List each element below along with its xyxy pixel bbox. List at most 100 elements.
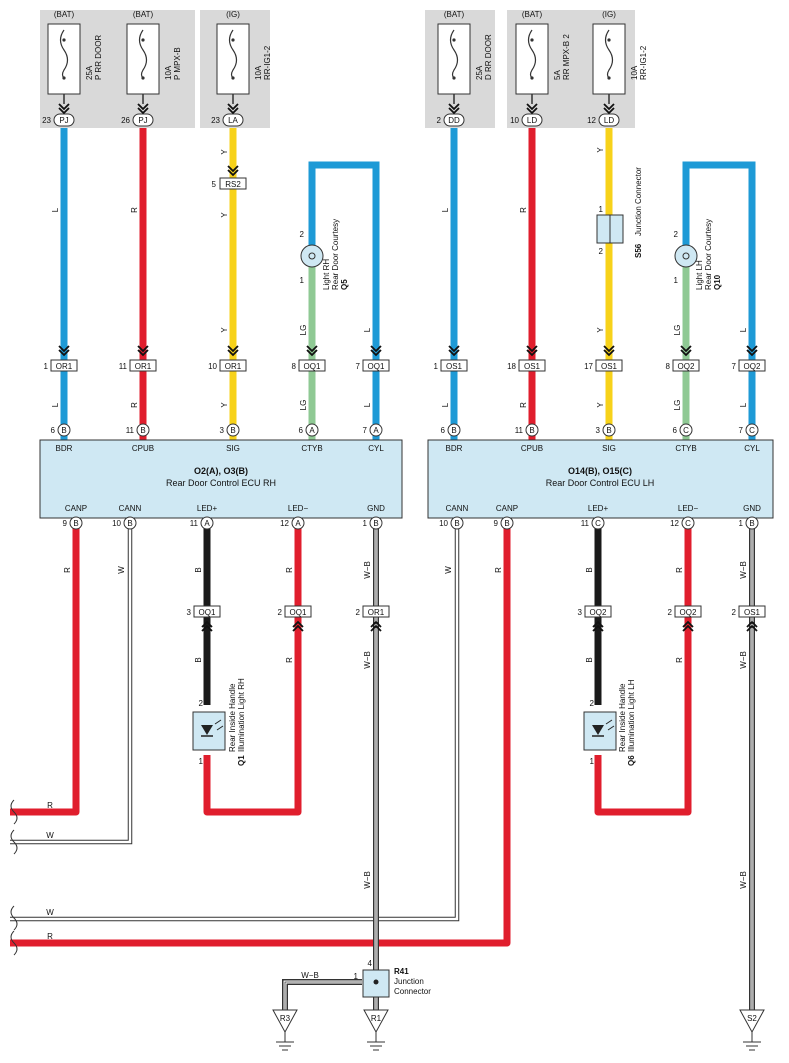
pin-name: CANP	[65, 504, 87, 513]
wire-color-label: Y	[220, 402, 229, 408]
pin-number: 6	[673, 426, 678, 435]
connector-pin: 2	[356, 608, 361, 617]
wire-color-label: Y	[596, 402, 605, 408]
courtesy-lh-code: Q10	[713, 274, 722, 290]
connector-pin: 18	[507, 362, 516, 371]
pin-name: CANN	[119, 504, 142, 513]
inline-connector: OQ1 3	[187, 605, 221, 632]
fuse-connector: PJ	[59, 116, 68, 125]
fuse-power-source: (IG)	[226, 10, 240, 19]
pin-number: 11	[581, 519, 590, 528]
pin-name: CYL	[368, 444, 384, 453]
connector-label: OQ1	[368, 362, 385, 371]
illum-rh-line2: Illumination Light RH	[237, 678, 246, 752]
pin-letter: B	[140, 426, 145, 435]
illum-lh-line2: Illumination Light LH	[627, 679, 636, 752]
wire-color-label: Y	[596, 147, 605, 153]
fuse-pin: 2	[437, 116, 442, 125]
pin-letter: B	[73, 519, 78, 528]
ground-symbol: S2	[739, 1009, 765, 1051]
s56-pin-bottom: 2	[599, 247, 604, 256]
connector-pin: 8	[666, 362, 671, 371]
inline-connector: OQ1 7	[356, 345, 390, 372]
pin-letter: B	[454, 519, 459, 528]
pin-name: GND	[367, 504, 385, 513]
connector-label: OQ1	[199, 608, 216, 617]
pin-name: LED−	[678, 504, 699, 513]
fuse-power-source: (BAT)	[54, 10, 75, 19]
wire-color-label: R	[519, 402, 528, 408]
fuse-name: RR MPX-B 2	[562, 34, 571, 80]
wire-color-label: LG	[299, 325, 308, 336]
pin-letter: A	[204, 519, 210, 528]
ground-label: R3	[280, 1014, 291, 1023]
wire-color-label: R	[494, 567, 503, 573]
fuse-connector: LA	[228, 116, 238, 125]
pin-name: CPUB	[132, 444, 154, 453]
fuse-rating: 10A	[164, 65, 173, 80]
pin-number: 3	[596, 426, 601, 435]
wire-color-label: L	[739, 402, 748, 407]
wire-color-label: Y	[596, 327, 605, 333]
wire-color-label: W−B	[739, 651, 748, 669]
pin-letter: B	[504, 519, 509, 528]
connector-pin: 2	[732, 608, 737, 617]
connector-label: OQ2	[744, 362, 761, 371]
pin-number: 1	[739, 519, 744, 528]
wire-color-label: R	[285, 567, 294, 573]
pin-name: CTYB	[301, 444, 322, 453]
wire-color-label: W−B	[363, 561, 372, 579]
connector-pin: 7	[356, 362, 361, 371]
fuse-rating: 5A	[553, 70, 562, 80]
pin-letter: C	[683, 426, 689, 435]
pin-number: 9	[63, 519, 68, 528]
connector-label: OS1	[524, 362, 541, 371]
wire-color-label: R	[47, 801, 53, 810]
wire-color-label: W	[117, 566, 126, 574]
wire-color-label: Y	[220, 327, 229, 333]
connector-pin: 3	[187, 608, 192, 617]
illum-rh-pin-bottom: 1	[199, 757, 204, 766]
connector-label: OQ2	[590, 608, 607, 617]
courtesy-rh-pin-top: 2	[300, 230, 305, 239]
connector-label: OR1	[135, 362, 152, 371]
pin-letter: B	[230, 426, 235, 435]
courtesy-rh-line2: Light RH	[322, 259, 331, 290]
connector-pin: 2	[668, 608, 673, 617]
wire-break-marks	[10, 799, 18, 956]
illum-rh-pin-top: 2	[199, 699, 204, 708]
wire-color-label: B	[194, 567, 203, 572]
wire-color-label: W	[46, 831, 54, 840]
illum-lh-code: Q6	[627, 755, 636, 766]
courtesy-rh-line1: Rear Door Courtesy	[331, 219, 340, 290]
fuse-power-source: (IG)	[602, 10, 616, 19]
connector-label: OR1	[56, 362, 73, 371]
pin-letter: A	[295, 519, 301, 528]
r41-code: R41	[394, 967, 409, 976]
rs2-pin: 5	[212, 180, 217, 189]
junction-s56: 1 2 S56 Junction Connector	[596, 167, 643, 258]
courtesy-lh-pin-bottom: 1	[674, 276, 679, 285]
pin-number: 1	[363, 519, 368, 528]
pin-number: 12	[280, 519, 289, 528]
pin-number: 9	[494, 519, 499, 528]
wire-color-label: L	[739, 327, 748, 332]
